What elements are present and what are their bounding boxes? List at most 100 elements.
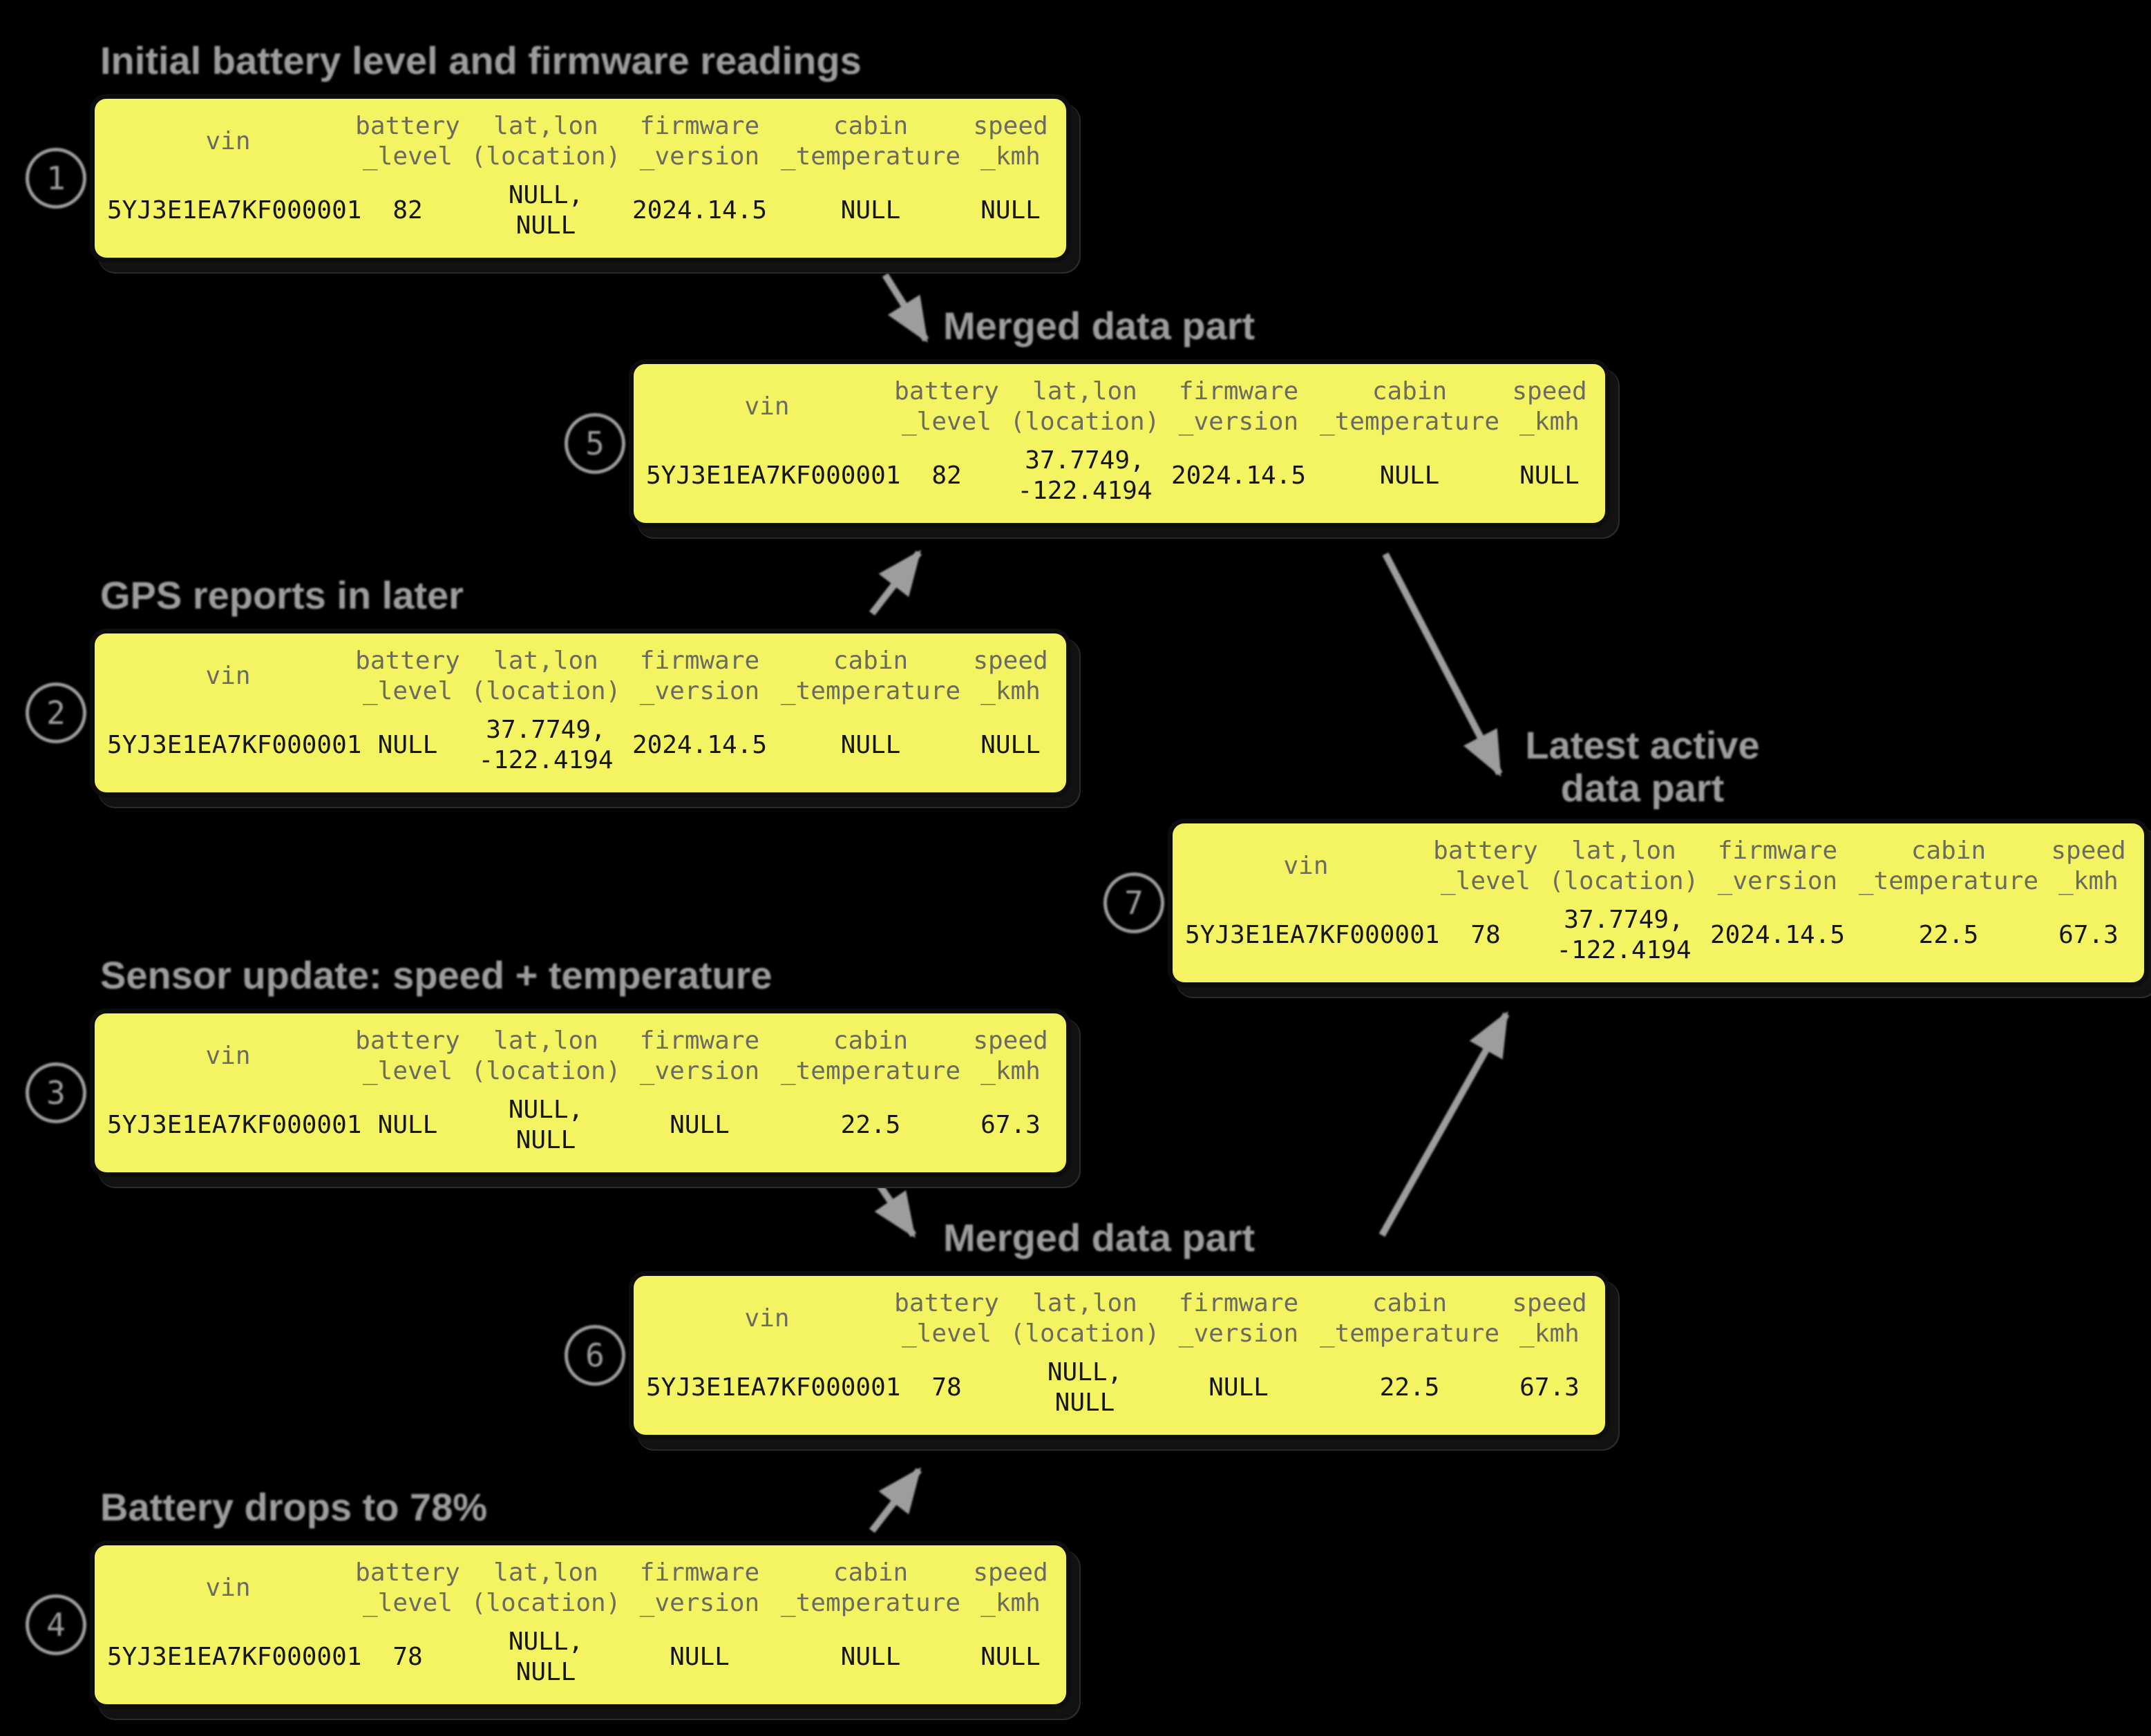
- col-header-line: vin: [205, 1042, 251, 1070]
- cell-cabin-temperature: 22.5: [840, 1111, 901, 1139]
- col-header-line: firmware: [1178, 377, 1299, 406]
- data-table: vin battery_level lat,lon(location) firm…: [107, 643, 1054, 779]
- col-header-line: (location): [1010, 408, 1160, 436]
- card-title: Merged data part: [943, 304, 1255, 347]
- col-header-line: _version: [639, 1057, 760, 1085]
- table-header-row: vin battery_level lat,lon(location) firm…: [107, 1023, 1054, 1089]
- col-header-firmware-version: firmware_version: [1703, 833, 1852, 899]
- col-header-line: _kmh: [1519, 1319, 1580, 1348]
- col-header-line: speed: [973, 1027, 1048, 1055]
- data-part-card: 3 Sensor update: speed + temperature vin…: [26, 954, 1071, 1177]
- col-header-cabin-temperature: cabin_temperature: [1313, 374, 1506, 440]
- col-header-line: lat,lon: [493, 1558, 598, 1587]
- col-header-line: firmware: [639, 112, 760, 140]
- col-header-speed-kmh: speed_kmh: [967, 1023, 1054, 1089]
- arrow-card3-to-merge6: [872, 1177, 917, 1239]
- cell-speed-kmh: NULL: [1519, 461, 1580, 490]
- col-header-line: speed: [973, 647, 1048, 675]
- col-header-lat-lon-location: lat,lon(location): [1005, 1286, 1164, 1352]
- cell-speed-kmh: NULL: [980, 1643, 1041, 1671]
- col-header-line: _version: [1178, 408, 1299, 436]
- cell-vin: 5YJ3E1EA7KF000001: [107, 196, 362, 225]
- col-header-line: cabin: [833, 647, 909, 675]
- step-number-badge: 6: [565, 1325, 625, 1386]
- col-header-line: _version: [1178, 1319, 1299, 1348]
- cell-firmware-version: NULL: [1209, 1373, 1269, 1402]
- cell-lat-lon: NULL, NULL: [1047, 1358, 1123, 1417]
- cell-firmware-version: 2024.14.5: [632, 731, 768, 759]
- col-header-line: speed: [1512, 1289, 1587, 1317]
- card-title: Latest active data part: [1525, 723, 1760, 810]
- table-header-row: vin battery_level lat,lon(location) firm…: [107, 108, 1054, 175]
- col-header-line: cabin: [1372, 1289, 1448, 1317]
- table-value-row: 5YJ3E1EA7KF000001 82 37.7749, -122.4194 …: [646, 443, 1593, 509]
- col-header-line: _temperature: [780, 1057, 961, 1085]
- col-header-line: cabin: [1372, 377, 1448, 406]
- col-header-line: _kmh: [980, 677, 1041, 705]
- step-number-badge: 5: [565, 413, 625, 474]
- col-header-line: lat,lon: [493, 647, 598, 675]
- card-title: Initial battery level and firmware readi…: [100, 39, 862, 82]
- col-header-vin: vin: [107, 643, 349, 709]
- table-header-row: vin battery_level lat,lon(location) firm…: [107, 643, 1054, 709]
- data-table: vin battery_level lat,lon(location) firm…: [107, 1023, 1054, 1158]
- cell-vin: 5YJ3E1EA7KF000001: [1185, 921, 1440, 949]
- data-table: vin battery_level lat,lon(location) firm…: [107, 108, 1054, 244]
- col-header-line: lat,lon: [1032, 377, 1137, 406]
- col-header-line: vin: [1283, 852, 1329, 880]
- step-number-badge: 3: [26, 1062, 86, 1123]
- col-header-line: _kmh: [980, 142, 1041, 171]
- col-header-lat-lon-location: lat,lon(location): [1005, 374, 1164, 440]
- cell-battery-level: NULL: [377, 731, 438, 759]
- col-header-line: _temperature: [1858, 867, 2039, 895]
- col-header-line: (location): [471, 142, 621, 171]
- col-header-cabin-temperature: cabin_temperature: [774, 1555, 967, 1621]
- col-header-line: battery: [355, 1558, 460, 1587]
- col-header-line: speed: [973, 112, 1048, 140]
- col-header-line: battery: [355, 1027, 460, 1055]
- step-number-badge: 4: [26, 1594, 86, 1655]
- col-header-line: _kmh: [980, 1057, 1041, 1085]
- cell-firmware-version: 2024.14.5: [1171, 461, 1307, 490]
- col-header-vin: vin: [107, 108, 349, 175]
- col-header-speed-kmh: speed_kmh: [1506, 1286, 1593, 1352]
- cell-firmware-version: NULL: [670, 1111, 730, 1139]
- col-header-firmware-version: firmware_version: [625, 1555, 774, 1621]
- col-header-line: (location): [471, 1589, 621, 1617]
- table-value-row: 5YJ3E1EA7KF000001 82 NULL, NULL 2024.14.…: [107, 178, 1054, 244]
- col-header-line: cabin: [1911, 837, 1987, 865]
- data-table: vin battery_level lat,lon(location) firm…: [646, 1286, 1593, 1421]
- col-header-line: battery: [355, 112, 460, 140]
- table-value-row: 5YJ3E1EA7KF000001 78 37.7749, -122.4194 …: [1185, 902, 2132, 969]
- col-header-line: firmware: [639, 1027, 760, 1055]
- col-header-line: _temperature: [780, 1589, 961, 1617]
- col-header-line: _kmh: [980, 1589, 1041, 1617]
- col-header-line: (location): [471, 677, 621, 705]
- col-header-line: cabin: [833, 1558, 909, 1587]
- col-header-lat-lon-location: lat,lon(location): [466, 643, 625, 709]
- col-header-firmware-version: firmware_version: [625, 643, 774, 709]
- cell-lat-lon: NULL, NULL: [508, 1096, 584, 1154]
- col-header-line: lat,lon: [1571, 837, 1676, 865]
- cell-vin: 5YJ3E1EA7KF000001: [107, 1643, 362, 1671]
- data-table: vin battery_level lat,lon(location) firm…: [107, 1555, 1054, 1690]
- step-number-badge: 1: [26, 148, 86, 209]
- arrow-merge5-to-card7: [1382, 552, 1503, 777]
- col-header-line: battery: [894, 1289, 999, 1317]
- cell-speed-kmh: 67.3: [1519, 1373, 1580, 1402]
- col-header-battery-level: battery_level: [349, 108, 466, 175]
- col-header-line: vin: [205, 127, 251, 155]
- col-header-line: speed: [1512, 377, 1587, 406]
- cell-cabin-temperature: NULL: [840, 1643, 901, 1671]
- cell-battery-level: NULL: [377, 1111, 438, 1139]
- table-value-row: 5YJ3E1EA7KF000001 NULL NULL, NULL NULL 2…: [107, 1092, 1054, 1158]
- col-header-firmware-version: firmware_version: [1164, 1286, 1313, 1352]
- col-header-line: _version: [639, 677, 760, 705]
- col-header-line: _version: [639, 142, 760, 171]
- table-value-row: 5YJ3E1EA7KF000001 78 NULL, NULL NULL NUL…: [107, 1624, 1054, 1690]
- col-header-speed-kmh: speed_kmh: [967, 643, 1054, 709]
- cell-battery-level: 78: [1470, 921, 1501, 949]
- col-header-line: lat,lon: [1032, 1289, 1137, 1317]
